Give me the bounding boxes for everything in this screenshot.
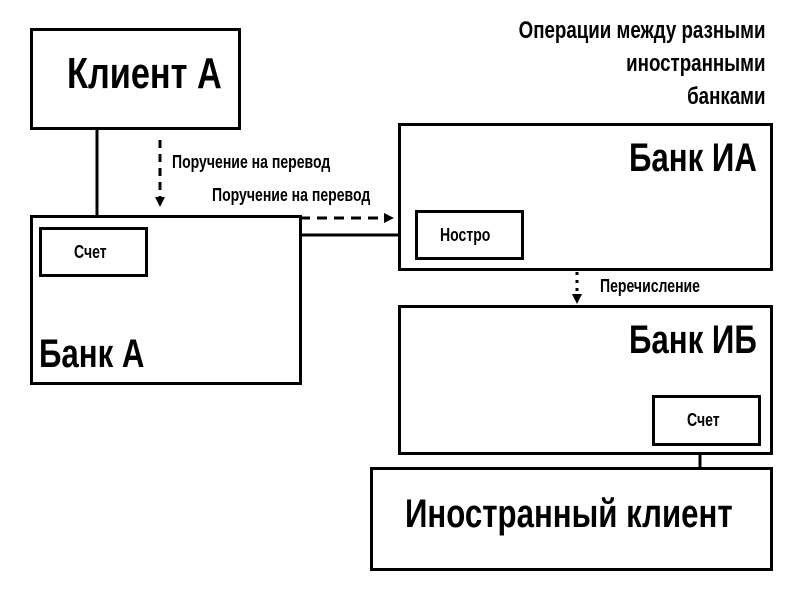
account-ib-node[interactable]: Счет bbox=[652, 395, 761, 446]
nostro-node[interactable]: Ностро bbox=[415, 210, 524, 260]
title-line-1: Операции между разными bbox=[519, 17, 766, 44]
order-label-1: Поручение на перевод bbox=[172, 152, 331, 172]
account-ib-label: Счет bbox=[687, 410, 720, 430]
title-line-2: иностранными bbox=[626, 50, 766, 77]
bank-ia-node[interactable]: Банк ИА Ностро bbox=[398, 123, 773, 271]
transfer-label: Перечисление bbox=[600, 276, 700, 296]
order-label-2: Поручение на перевод bbox=[212, 185, 371, 205]
bank-ia-label: Банк ИА bbox=[629, 136, 757, 180]
bank-ib-label: Банк ИБ bbox=[629, 318, 757, 362]
bank-a-label: Банк А bbox=[39, 332, 145, 376]
client-a-label: Клиент А bbox=[67, 49, 222, 98]
client-a-node[interactable]: Клиент А bbox=[30, 28, 241, 130]
foreign-client-label: Иностранный клиент bbox=[405, 492, 733, 536]
account-a-label: Счет bbox=[74, 242, 107, 262]
bank-a-node[interactable]: Счет Банк А bbox=[30, 215, 302, 385]
bank-ib-node[interactable]: Банк ИБ Счет bbox=[398, 305, 773, 455]
diagram-title: Операции между разными иностранными банк… bbox=[449, 14, 766, 113]
foreign-client-node[interactable]: Иностранный клиент bbox=[370, 467, 773, 571]
account-a-node[interactable]: Счет bbox=[39, 227, 148, 277]
title-line-3: банками bbox=[687, 83, 766, 110]
nostro-label: Ностро bbox=[440, 225, 491, 245]
